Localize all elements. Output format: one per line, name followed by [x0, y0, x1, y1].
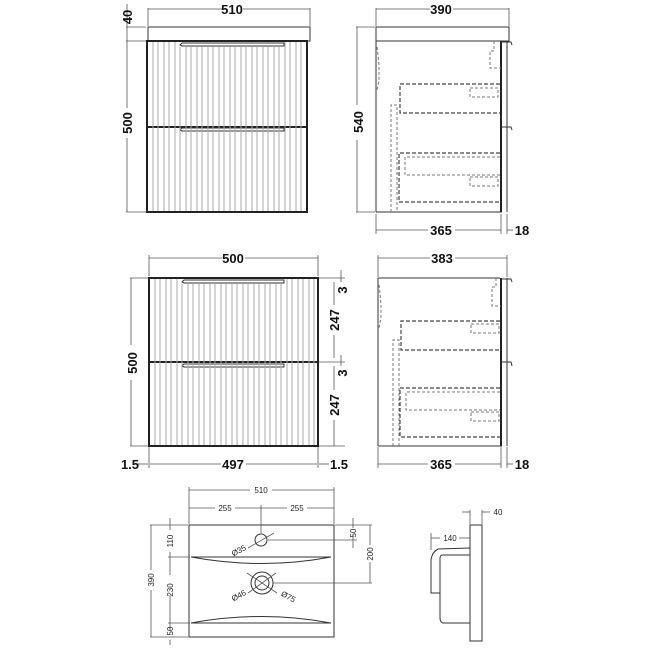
front-lip-label: 50 [166, 626, 175, 635]
upper-drawer-box [399, 83, 500, 114]
basin-side-slab [469, 524, 483, 642]
front-width-label: 510 [221, 2, 243, 17]
bottom-drawer-handle [179, 127, 285, 132]
back-rail [390, 104, 398, 212]
door-lip-top [501, 41, 513, 46]
left-gap-label: 1.5 [121, 457, 139, 472]
top-bracket [489, 41, 501, 69]
top-thickness-label: 40 [120, 10, 135, 24]
side2-depth-label: 383 [431, 251, 453, 266]
lower-drawer-box-2 [399, 387, 500, 438]
side-view-carcass: 383 365 18 [377, 251, 529, 472]
countertop-slab [147, 26, 311, 42]
side2-door-thickness-label: 18 [515, 457, 529, 472]
hinge [376, 46, 380, 91]
bowl-label: 230 [166, 583, 175, 597]
side-carcass-depth-label: 365 [430, 223, 452, 238]
fluted-panel [152, 42, 302, 211]
basin-plan-view: 510 255 255 390 110 230 50 50 200 Ø35 Ø4… [147, 486, 375, 645]
half-left-label: 255 [218, 504, 232, 513]
bowl-depth-label: 140 [443, 534, 457, 543]
lower-drawer-box [398, 152, 500, 203]
tap-offset-label: 110 [166, 534, 175, 547]
side2-carcass-depth-label: 365 [430, 457, 452, 472]
carcass-height-label: 500 [125, 352, 140, 374]
half-right-label: 255 [290, 504, 304, 513]
drawer-top-height-label: 247 [327, 309, 342, 331]
waste-inner-label: Ø46 [230, 588, 248, 603]
basin-thickness-label: 40 [494, 508, 503, 517]
upper-drawer-box-2 [400, 320, 500, 351]
fluted-panel-2 [154, 279, 315, 445]
drawer-bottom-height-label: 247 [327, 394, 342, 416]
basin-back-curve [190, 556, 332, 564]
basin-side-bowl-outer [430, 547, 471, 594]
basin-side-bowl-inner [439, 554, 470, 624]
top-drawer-handle [179, 42, 285, 47]
top-handle [181, 279, 285, 284]
basin-front-curve [190, 616, 332, 624]
waste-inner [254, 575, 270, 591]
side-depth-label: 390 [430, 2, 452, 17]
basin-depth-label: 390 [147, 573, 156, 587]
front-view-with-top: 510 40 500 [120, 2, 311, 213]
gap-mid-label: 3 [335, 369, 350, 376]
side-countertop [375, 26, 510, 42]
basin-outline [188, 524, 335, 638]
right-gap-label: 1.5 [330, 457, 348, 472]
side-door-thickness-label: 18 [515, 223, 529, 238]
waste-to-edge-label: 200 [366, 547, 375, 561]
carcass-width-label: 500 [222, 251, 244, 266]
lower-drawer-inner [404, 156, 500, 176]
front-view-carcass: 500 500 3 247 3 247 1.5 497 1.5 [121, 251, 350, 472]
gap-top-label: 3 [335, 286, 350, 293]
waste-outer-label: Ø75 [279, 589, 297, 604]
hinge-2 [378, 284, 382, 329]
side-view-with-top: 390 540 365 18 [351, 2, 529, 238]
tap-hole-label: Ø35 [230, 543, 248, 558]
door-lip-mid [501, 126, 513, 131]
tap-hole [254, 533, 268, 547]
basin-side-view: 40 140 [430, 508, 503, 642]
bottom-handle [181, 363, 285, 368]
side-height-label: 540 [351, 111, 366, 133]
inner-width-label: 497 [222, 457, 244, 472]
basin-width-label: 510 [254, 486, 268, 495]
upper-runner [469, 87, 499, 98]
tap-to-edge-label: 50 [349, 528, 358, 537]
front-height-label: 500 [120, 112, 135, 134]
lower-runner [469, 176, 499, 187]
